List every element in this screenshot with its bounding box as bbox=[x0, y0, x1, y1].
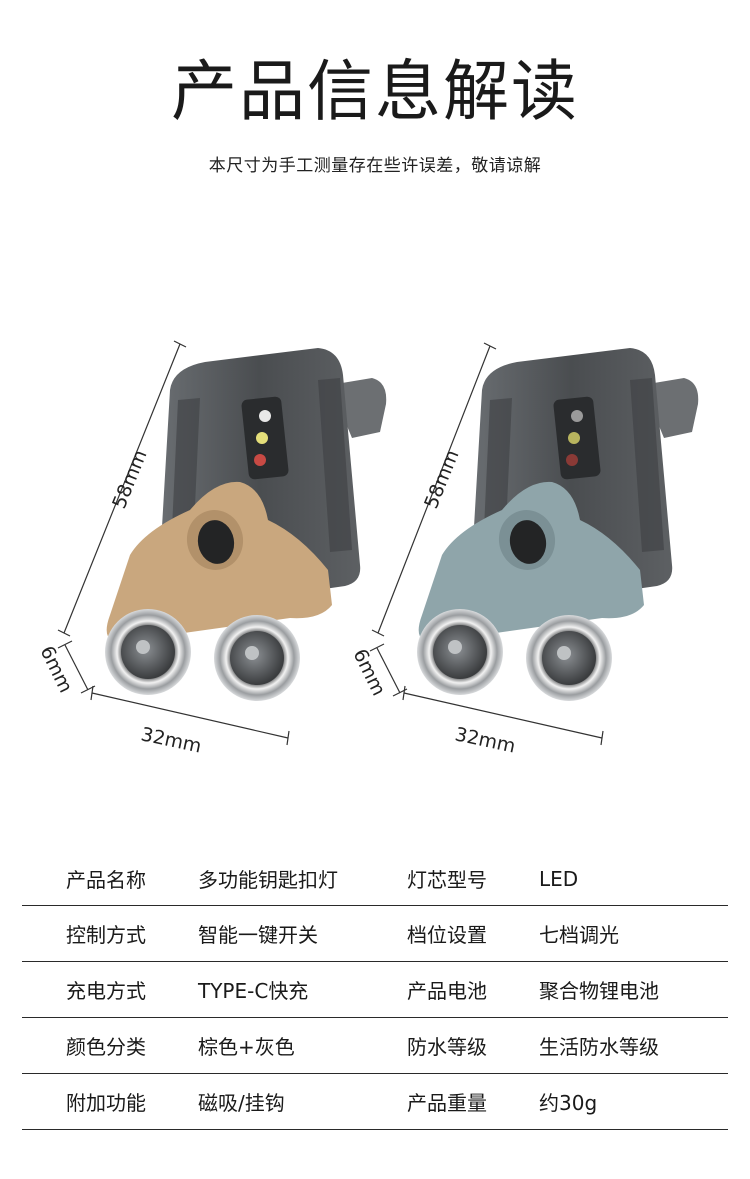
flashlight-gray-image bbox=[417, 348, 699, 701]
spec-row-extra: 附加功能 磁吸/挂钩 产品重量 约30g bbox=[22, 1074, 728, 1130]
power-button-left bbox=[197, 520, 235, 564]
power-button-right bbox=[509, 520, 547, 564]
depth-label-right: 6mm bbox=[349, 646, 390, 700]
spec-value: 磁吸/挂钩 bbox=[198, 1091, 285, 1115]
dimension-lines-left bbox=[57, 340, 290, 746]
depth-label-left: 6mm bbox=[36, 643, 77, 697]
spec-value: 聚合物锂电池 bbox=[539, 979, 659, 1003]
spec-row-name: 产品名称 多功能钥匙扣灯 灯芯型号 LED bbox=[22, 852, 728, 906]
page-title: 产品信息解读 bbox=[171, 53, 579, 130]
spec-value: LED bbox=[539, 866, 579, 891]
spec-row-charging: 充电方式 TYPE-C快充 产品电池 聚合物锂电池 bbox=[22, 962, 728, 1018]
dimension-lines-right bbox=[369, 342, 604, 746]
spec-value: 棕色+灰色 bbox=[198, 1035, 295, 1059]
spec-label: 充电方式 bbox=[66, 979, 146, 1003]
height-label-right: 58mm bbox=[420, 447, 463, 512]
height-label-left: 58mm bbox=[108, 447, 151, 512]
spec-row-control: 控制方式 智能一键开关 档位设置 七档调光 bbox=[22, 906, 728, 962]
spec-value: 多功能钥匙扣灯 bbox=[198, 868, 338, 892]
spec-label: 防水等级 bbox=[407, 1035, 487, 1059]
spec-value: TYPE-C快充 bbox=[198, 979, 309, 1003]
spec-label: 附加功能 bbox=[66, 1091, 146, 1115]
spec-label: 产品重量 bbox=[407, 1091, 487, 1115]
spec-label: 控制方式 bbox=[66, 923, 146, 947]
spec-label: 颜色分类 bbox=[66, 1035, 146, 1059]
spec-value: 约30g bbox=[539, 1091, 598, 1115]
spec-value: 七档调光 bbox=[539, 923, 619, 947]
spec-value: 智能一键开关 bbox=[198, 923, 318, 947]
flashlight-brown-image bbox=[105, 348, 387, 701]
spec-row-color: 颜色分类 棕色+灰色 防水等级 生活防水等级 bbox=[22, 1018, 728, 1074]
spec-label: 灯芯型号 bbox=[407, 868, 487, 892]
width-label-right: 32mm bbox=[453, 723, 517, 757]
spec-value: 生活防水等级 bbox=[539, 1035, 659, 1059]
width-label-left: 32mm bbox=[139, 723, 203, 757]
spec-label: 产品名称 bbox=[66, 868, 146, 892]
measurement-note: 本尺寸为手工测量存在些许误差，敬请谅解 bbox=[208, 156, 542, 176]
spec-label: 产品电池 bbox=[407, 979, 487, 1003]
spec-table: 产品名称 多功能钥匙扣灯 灯芯型号 LED 控制方式 智能一键开关 档位设置 七… bbox=[22, 852, 728, 1130]
spec-label: 档位设置 bbox=[407, 923, 487, 947]
product-figure: 58mm 6mm 32mm bbox=[0, 320, 750, 760]
